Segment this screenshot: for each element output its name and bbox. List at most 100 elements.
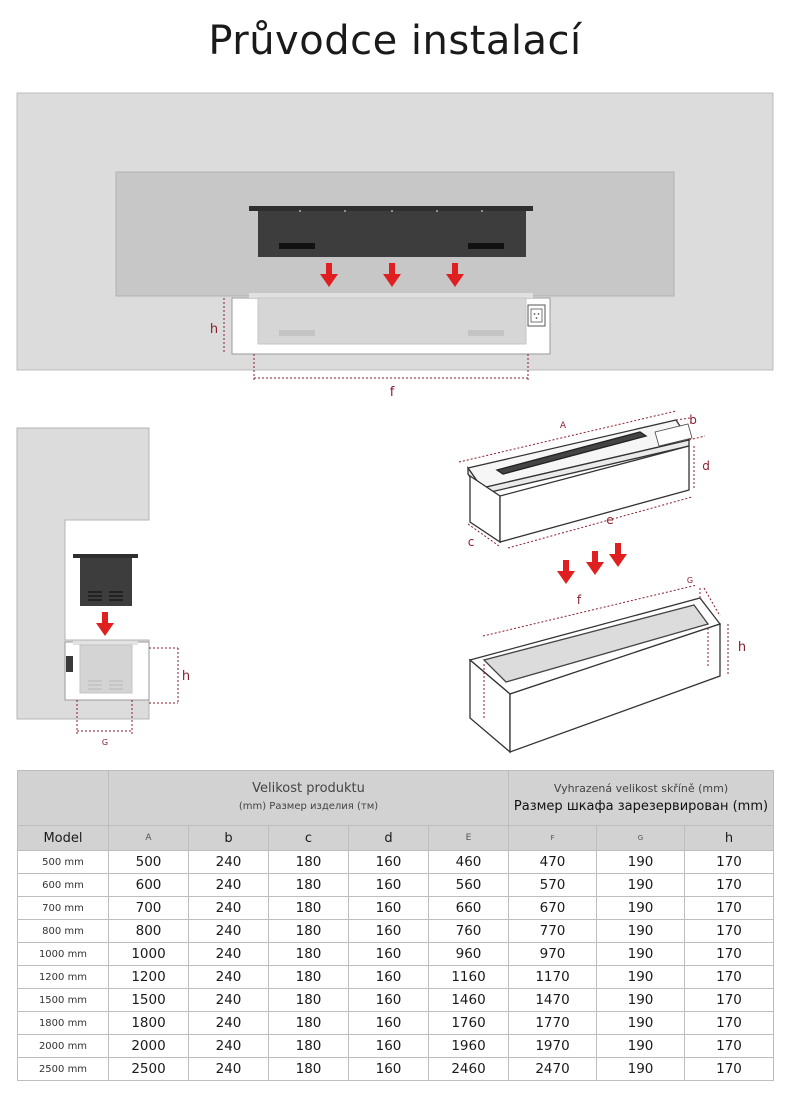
cell-g: 190	[596, 942, 685, 966]
cell-a: 1200	[108, 965, 189, 989]
front-f-label: f	[390, 385, 395, 400]
cell-f: 670	[508, 896, 597, 920]
cell-h: 170	[684, 919, 774, 943]
cell-c: 180	[268, 873, 349, 897]
cell-model: 600 mm	[17, 873, 109, 897]
iso-a-label: A	[560, 421, 567, 431]
cell-b: 240	[188, 896, 269, 920]
cell-h: 170	[684, 1034, 774, 1058]
cell-e: 760	[428, 919, 509, 943]
col-header-a: A	[108, 825, 189, 851]
cell-g: 190	[596, 850, 685, 874]
cell-e: 1460	[428, 988, 509, 1012]
iso-b-label: b	[689, 413, 697, 427]
cell-a: 600	[108, 873, 189, 897]
model-group-header	[17, 770, 109, 826]
cell-a: 2000	[108, 1034, 189, 1058]
isometric-product-diagram	[466, 419, 693, 544]
front-h-label: h	[210, 322, 218, 337]
cell-f: 770	[508, 919, 597, 943]
cell-h: 170	[684, 1011, 774, 1035]
cell-e: 1760	[428, 1011, 509, 1035]
cell-c: 180	[268, 1034, 349, 1058]
col-header-d: d	[348, 825, 429, 851]
cell-e: 560	[428, 873, 509, 897]
cell-c: 180	[268, 988, 349, 1012]
cell-e: 660	[428, 896, 509, 920]
cell-e: 1160	[428, 965, 509, 989]
cell-c: 180	[268, 965, 349, 989]
cell-model: 1000 mm	[17, 942, 109, 966]
installation-diagrams: h f h G	[16, 92, 774, 754]
cell-model: 500 mm	[17, 850, 109, 874]
iso-e-label: e	[606, 513, 613, 527]
cell-f: 1470	[508, 988, 597, 1012]
cell-a: 500	[108, 850, 189, 874]
cell-g: 190	[596, 873, 685, 897]
cell-g: 190	[596, 919, 685, 943]
cell-h: 170	[684, 896, 774, 920]
cell-b: 240	[188, 1034, 269, 1058]
cell-c: 180	[268, 850, 349, 874]
cell-d: 160	[348, 1034, 429, 1058]
cell-c: 180	[268, 919, 349, 943]
product-size-title: Velikost produktu	[252, 781, 365, 796]
side-view-diagram: h G	[16, 427, 190, 747]
cell-d: 160	[348, 965, 429, 989]
cell-c: 180	[268, 942, 349, 966]
cell-d: 160	[348, 896, 429, 920]
cell-h: 170	[684, 850, 774, 874]
cell-h: 170	[684, 873, 774, 897]
cell-c: 180	[268, 896, 349, 920]
cell-g: 190	[596, 896, 685, 920]
iso-d-label: d	[702, 459, 710, 473]
cell-b: 240	[188, 919, 269, 943]
table-group-header: Velikost produktu (mm) Размер изделия (тм…	[17, 770, 774, 826]
product-size-subtitle: (mm) Размер изделия (тм)	[238, 801, 379, 812]
cell-model: 2000 mm	[17, 1034, 109, 1058]
cabinet-size-group-header: Vyhrazená velikost skříně (mm) Размер шк…	[508, 770, 774, 826]
cell-b: 240	[188, 942, 269, 966]
front-view-diagram: h f	[16, 92, 774, 400]
cell-model: 800 mm	[17, 919, 109, 943]
cell-a: 1800	[108, 1011, 189, 1035]
col-header-f: F	[508, 825, 597, 851]
iso-c-label: c	[468, 535, 475, 549]
cell-d: 160	[348, 942, 429, 966]
cell-f: 970	[508, 942, 597, 966]
isometric-cabinet-diagram	[468, 597, 722, 754]
power-socket-icon	[527, 304, 546, 327]
col-header-c: c	[268, 825, 349, 851]
col-header-e: E	[428, 825, 509, 851]
cell-d: 160	[348, 919, 429, 943]
cell-f: 570	[508, 873, 597, 897]
cell-b: 240	[188, 1057, 269, 1081]
iso-f-label: f	[577, 593, 582, 607]
side-g-label: G	[102, 738, 108, 747]
cell-b: 240	[188, 988, 269, 1012]
cell-d: 160	[348, 873, 429, 897]
cell-h: 170	[684, 965, 774, 989]
cell-c: 180	[268, 1011, 349, 1035]
cell-b: 240	[188, 850, 269, 874]
cell-f: 1170	[508, 965, 597, 989]
cell-b: 240	[188, 1011, 269, 1035]
table-column-header: Model A b c d E F G h	[17, 825, 774, 851]
iso-g-label: G	[687, 576, 693, 585]
col-header-g: G	[596, 825, 685, 851]
cell-h: 170	[684, 942, 774, 966]
cell-d: 160	[348, 1057, 429, 1081]
cell-model: 2500 mm	[17, 1057, 109, 1081]
cell-f: 1970	[508, 1034, 597, 1058]
cell-model: 1200 mm	[17, 965, 109, 989]
cell-d: 160	[348, 850, 429, 874]
product-size-group-header: Velikost produktu (mm) Размер изделия (тм…	[108, 770, 509, 826]
cell-g: 190	[596, 1057, 685, 1081]
page-title: Průvodce instalací	[208, 18, 582, 64]
